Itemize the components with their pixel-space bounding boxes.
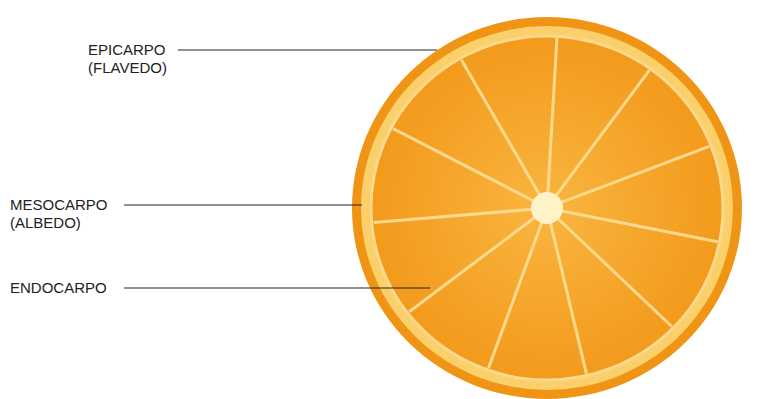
segment-wall — [409, 217, 536, 312]
segment-wall — [560, 146, 709, 203]
segment-wall — [557, 218, 672, 327]
core — [531, 192, 563, 224]
part-label: EPICARPO (FLAVEDO) — [88, 41, 167, 77]
segment-wall — [550, 222, 586, 374]
flavedo — [352, 17, 742, 399]
endocarp-rim — [371, 36, 723, 380]
segment-wall — [393, 129, 535, 202]
segment-wall — [548, 38, 557, 194]
segment-walls — [374, 38, 718, 373]
part-label: MESOCARPO (ALBEDO) — [10, 196, 108, 232]
segment-wall — [374, 209, 533, 222]
segment-wall — [555, 70, 649, 196]
segment-wall — [489, 221, 543, 368]
segment-wall — [461, 60, 540, 196]
leader-line — [178, 49, 437, 50]
leader-line — [124, 204, 362, 205]
part-label: ENDOCARPO — [10, 279, 107, 297]
endocarp — [371, 36, 723, 380]
leader-line — [124, 287, 430, 288]
albedo — [361, 26, 733, 390]
segment-wall — [561, 211, 718, 242]
